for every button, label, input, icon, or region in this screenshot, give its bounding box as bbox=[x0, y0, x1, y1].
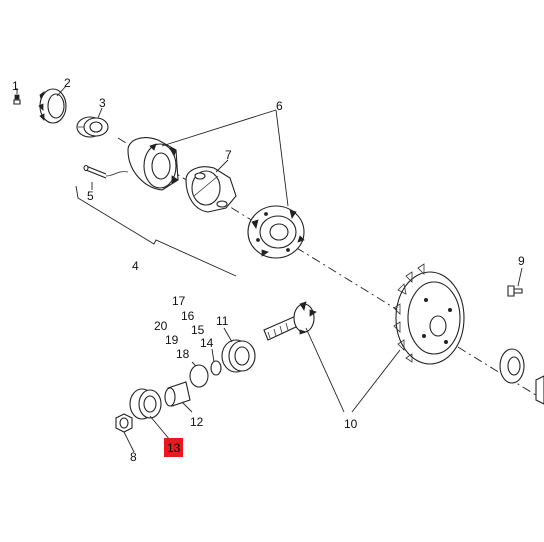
callout-14[interactable]: 14 bbox=[200, 336, 214, 350]
callout-7[interactable]: 7 bbox=[225, 148, 232, 162]
callout-3[interactable]: 3 bbox=[99, 96, 106, 110]
callout-15[interactable]: 15 bbox=[191, 323, 205, 337]
callout-2[interactable]: 2 bbox=[64, 76, 71, 90]
callout-8[interactable]: 8 bbox=[130, 450, 137, 464]
callout-17[interactable]: 17 bbox=[172, 294, 186, 308]
leader-lines bbox=[16, 85, 523, 453]
part-14-snap-ring[interactable] bbox=[210, 360, 222, 376]
callout-10[interactable]: 10 bbox=[344, 417, 358, 431]
part-11-bearing[interactable] bbox=[221, 339, 256, 373]
callout-16[interactable]: 16 bbox=[181, 309, 195, 323]
part-2-ring-gear[interactable] bbox=[38, 88, 67, 124]
callout-13-highlight[interactable]: 13 bbox=[164, 438, 183, 457]
part-9-bolt[interactable] bbox=[507, 285, 523, 297]
part-edge-bearing[interactable] bbox=[499, 348, 544, 405]
part-12-sleeve[interactable] bbox=[164, 381, 191, 407]
highlight-box bbox=[164, 438, 183, 457]
callout-11[interactable]: 11 bbox=[216, 314, 229, 328]
callout-19[interactable]: 19 bbox=[165, 333, 179, 347]
callout-20[interactable]: 20 bbox=[154, 319, 168, 333]
part-7-spider-assembly[interactable] bbox=[185, 166, 237, 213]
part-6-housing-left[interactable] bbox=[127, 137, 179, 191]
part-10-ring-gear[interactable] bbox=[393, 263, 465, 365]
callout-6[interactable]: 6 bbox=[276, 99, 283, 113]
callout-4[interactable]: 4 bbox=[132, 259, 139, 273]
part-3-bearing[interactable] bbox=[76, 116, 109, 138]
part-6-housing-right[interactable] bbox=[247, 205, 305, 259]
part-18-ring[interactable] bbox=[189, 364, 209, 388]
callout-1[interactable]: 1 bbox=[12, 79, 19, 93]
part-13-bearing[interactable] bbox=[129, 388, 162, 420]
part-1-screw[interactable] bbox=[13, 94, 21, 105]
callout-18[interactable]: 18 bbox=[176, 347, 190, 361]
callout-13[interactable]: 13 bbox=[167, 441, 181, 455]
callout-12[interactable]: 12 bbox=[190, 415, 204, 429]
part-5-pin[interactable] bbox=[83, 164, 129, 179]
callout-5[interactable]: 5 bbox=[87, 189, 94, 203]
part-10-pinion-shaft[interactable] bbox=[263, 301, 317, 341]
callout-9[interactable]: 9 bbox=[518, 254, 525, 268]
part-8-nut[interactable] bbox=[115, 413, 133, 433]
